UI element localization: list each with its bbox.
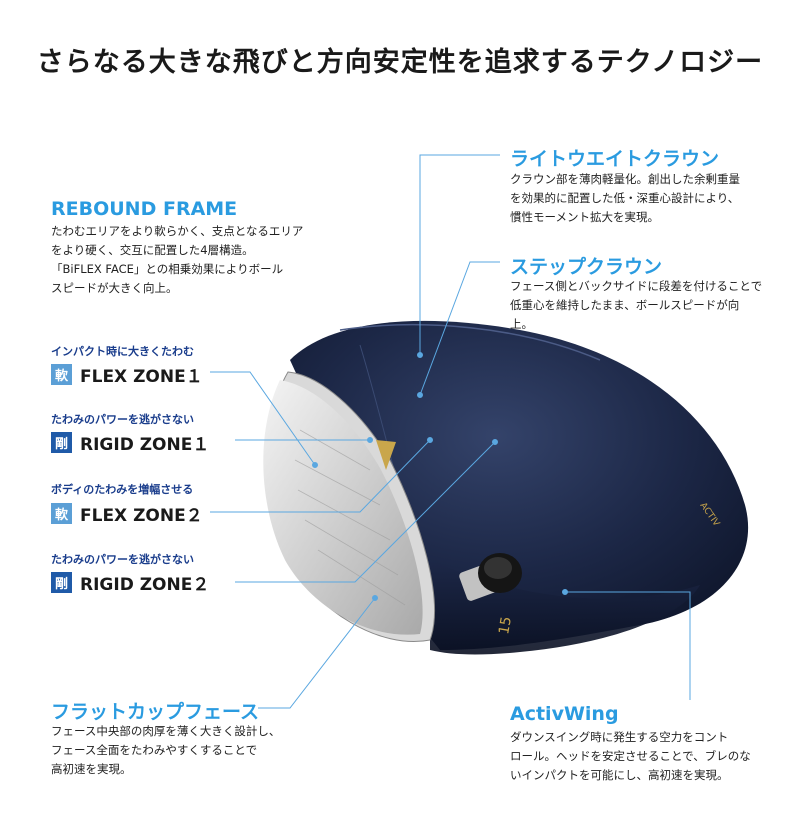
rigid-badge: 剛 [51,432,72,453]
alignment-mark-icon [376,440,396,470]
activwing-description: ダウンスイング時に発生する空力をコント ロール。ヘッドを安定させることで、ブレの… [510,730,751,782]
rigid-badge: 剛 [51,572,72,593]
svg-text:15: 15 [496,615,515,635]
sole-shape [430,560,700,655]
step-crown-line [339,324,601,361]
page-title: さらなる大きな飛びと方向安定性を追求するテクノロジー [36,47,764,78]
soft-badge: 軟 [51,364,72,385]
rebound-frame-heading: REBOUND FRAME [51,198,238,220]
flex-zone-2-row: 軟 FLEX ZONE２ [51,501,203,526]
rigid-zone-1-row: 剛 RIGID ZONE１ [51,430,209,455]
club-face [263,380,423,635]
rigid-zone-2-row: 剛 RIGID ZONE２ [51,570,209,595]
flex-zone-2-label: FLEX ZONE２ [80,506,203,526]
flex-zone-2-caption: ボディのたわみを増幅させる [51,483,194,496]
flex-zone-1-caption: インパクト時に大きくたわむ [51,345,194,358]
step-crown-heading: ステップクラウン [510,256,663,278]
rigid-zone-1-caption: たわみのパワーを逃がさない [51,413,194,426]
flat-cup-face-description: フェース中央部の肉厚を薄く大きく設計し、 フェース全面をたわみやすくすることで … [51,724,281,776]
soft-badge: 軟 [51,503,72,524]
lightweight-crown-heading: ライトウエイトクラウン [510,148,720,170]
rigid-zone-2-label: RIGID ZONE２ [80,575,210,595]
step-crown-description: フェース側とバックサイドに段差を付けることで 低重心を維持したまま、ボールスピー… [510,279,763,331]
activwing-heading: ActivWing [510,703,619,725]
flex-zone-1-row: 軟 FLEX ZONE１ [51,362,203,387]
weight-screw-icon [459,553,522,601]
lightweight-crown-description: クラウン部を薄肉軽量化。創出した余剰重量 を効果的に配置した低・深重心設計により… [510,172,740,224]
flex-zone-1-label: FLEX ZONE１ [80,367,203,387]
rigid-zone-2-caption: たわみのパワーを逃がさない [51,553,194,566]
rigid-zone-1-label: RIGID ZONE１ [80,435,210,455]
rebound-frame-description: たわむエリアをより軟らかく、支点となるエリア をより硬く、交互に配置した4層構造… [51,224,304,295]
flat-cup-face-heading: フラットカップフェース [51,701,260,723]
